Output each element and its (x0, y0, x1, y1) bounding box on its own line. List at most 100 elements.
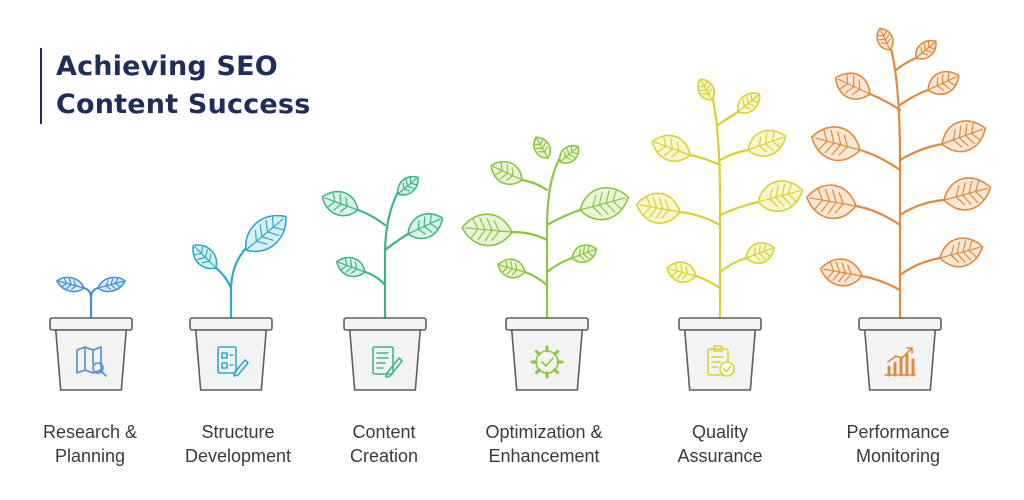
stem (520, 178, 549, 192)
flower-pot (858, 317, 942, 391)
stem (894, 56, 918, 72)
leaf (407, 213, 444, 240)
stem (854, 204, 902, 227)
pot-rim (343, 317, 427, 331)
leaf (745, 242, 775, 264)
flower-pot (343, 317, 427, 391)
leaf (558, 144, 580, 164)
page-title-line-1: Achieving SEO (56, 51, 278, 82)
growth-chart-icon (884, 347, 916, 377)
leaf (666, 261, 697, 284)
stage-label-research: Research & Planning (15, 420, 165, 468)
flower-pot (505, 317, 589, 391)
stem (710, 93, 722, 320)
stage-label-structure: Structure Development (163, 420, 313, 468)
map-search-icon (76, 346, 107, 377)
stem (82, 286, 100, 320)
leaf (497, 258, 526, 279)
plant-1 (56, 276, 126, 320)
pot-rim (189, 317, 273, 331)
stem (678, 210, 722, 227)
stem (694, 274, 722, 290)
gear-check-icon (530, 345, 564, 379)
stem (356, 208, 387, 227)
leaf (397, 175, 419, 196)
stem (868, 92, 902, 112)
stage-label-quality: Quality Assurance (645, 420, 795, 468)
leaf (876, 27, 894, 51)
title-block: Achieving SEO Content Success (40, 48, 310, 124)
stem (545, 256, 574, 274)
stem (898, 88, 930, 107)
plant-2 (192, 214, 287, 320)
plant-4 (461, 136, 630, 320)
pot-body (510, 329, 584, 391)
stage-label-line-1: Content (352, 422, 416, 442)
leaf (192, 244, 218, 270)
stem (716, 110, 740, 127)
blueprint-edit-icon (217, 346, 249, 377)
leaf (56, 276, 85, 293)
stem (510, 230, 549, 242)
stem (229, 244, 250, 320)
leaf (819, 258, 863, 287)
leaf (941, 120, 987, 153)
stage-label-line-1: Structure (201, 422, 275, 442)
leaf (579, 187, 630, 221)
stage-label-line-2: Monitoring (855, 446, 941, 466)
pot-body (54, 329, 128, 391)
stage-label-line-2: Creation (349, 446, 419, 466)
stage-label-line-1: Optimization & (485, 422, 603, 442)
stem (688, 153, 722, 167)
stem (383, 190, 400, 320)
stage-label-line-1: Quality (691, 422, 749, 442)
leaf (697, 78, 716, 101)
plant-6 (805, 27, 992, 320)
stem (898, 198, 946, 217)
pot-body (348, 329, 422, 391)
stage-label-line-1: Research & (42, 422, 138, 442)
pot-body (683, 329, 757, 391)
stem (523, 270, 549, 287)
stem (898, 256, 942, 277)
leaf (943, 177, 992, 211)
plants-layer (56, 27, 992, 320)
leaf (834, 72, 871, 100)
plant-3 (321, 175, 444, 320)
leaf (915, 39, 937, 60)
flower-pot (189, 317, 273, 391)
stage-label-line-2: Planning (54, 446, 126, 466)
stage-label-line-2: Development (184, 446, 292, 466)
pot-body (194, 329, 268, 391)
pots-layer (49, 317, 942, 391)
stem (860, 274, 902, 292)
leaf (757, 180, 804, 212)
stem (214, 266, 233, 290)
stem (718, 200, 760, 217)
stem (858, 148, 902, 172)
leaf (805, 184, 857, 220)
stage-label-optimization: Optimization & Enhancement (469, 420, 619, 468)
leaf (810, 126, 861, 162)
leaf (461, 213, 513, 247)
plant-5 (635, 78, 804, 320)
flower-pot (678, 317, 762, 391)
stem (363, 270, 387, 287)
leaf (939, 237, 984, 268)
stage-label-content: Content Creation (309, 420, 459, 468)
leaf (927, 70, 960, 95)
stem (545, 156, 562, 320)
leaf (737, 92, 761, 114)
leaf (571, 244, 598, 263)
page-title-line-2: Content Success (56, 89, 311, 120)
clipboard-check-icon (707, 345, 735, 377)
leaf (533, 136, 552, 159)
stage-label-line-2: Assurance (677, 446, 763, 466)
document-write-icon (372, 346, 403, 378)
leaf (321, 190, 359, 217)
stem (888, 43, 902, 320)
stem (383, 232, 410, 252)
leaf (245, 214, 287, 253)
stem (545, 208, 582, 227)
